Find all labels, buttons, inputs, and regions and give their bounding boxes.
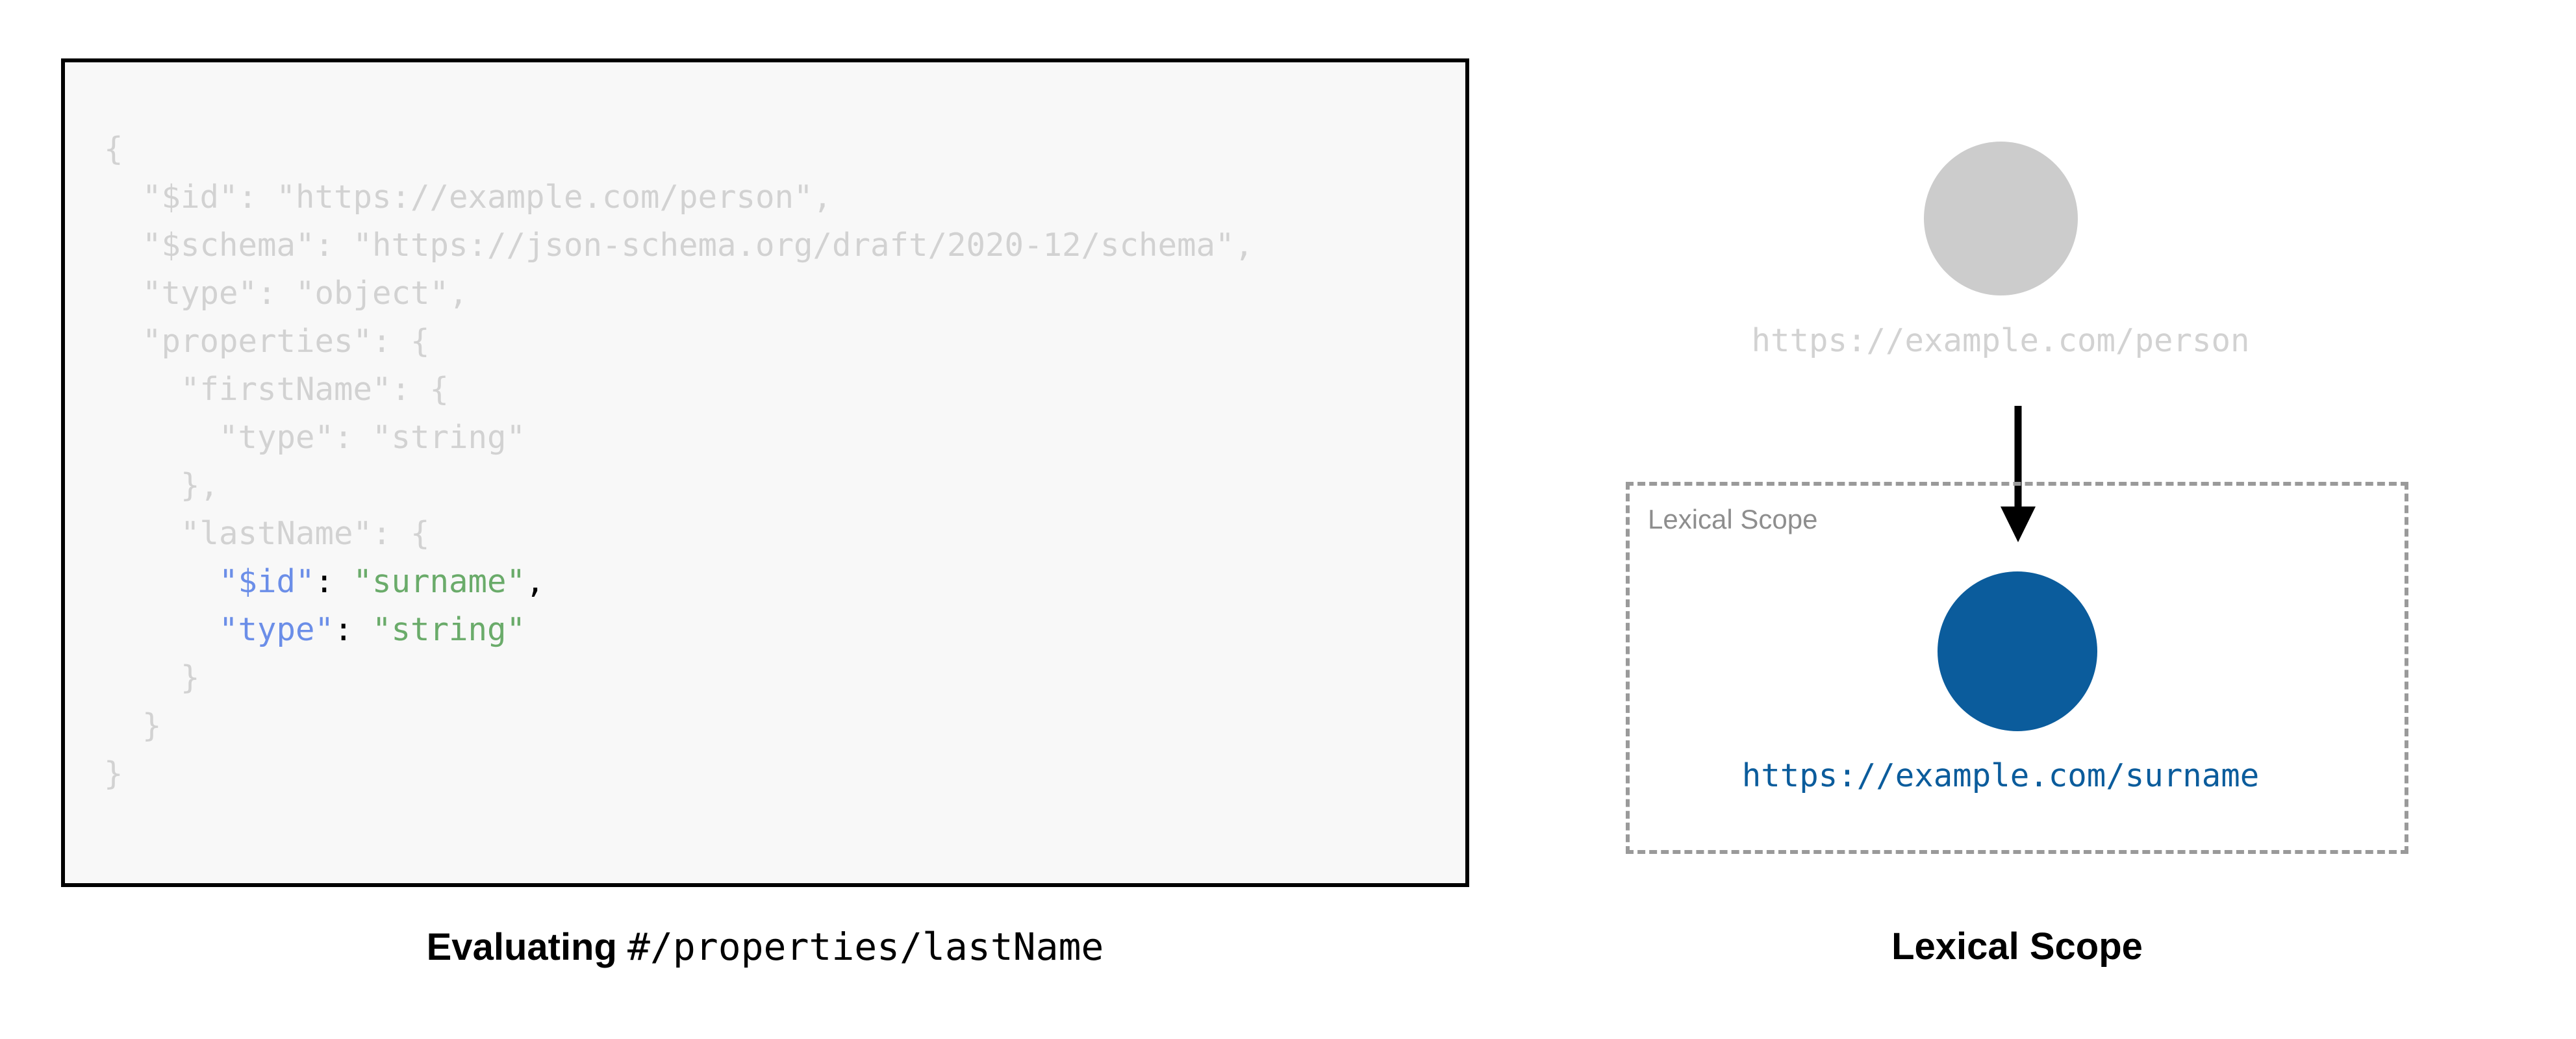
lexical-scope-diagram: https://example.com/person Lexical Scope…: [1526, 0, 2576, 1039]
code-token: ,: [525, 563, 545, 600]
code-line: }: [104, 654, 1254, 702]
code-line: "type": "object",: [104, 269, 1254, 318]
code-indent: [104, 563, 219, 600]
code-token: "properties": {: [142, 323, 430, 360]
evaluation-panel: { "$id": "https://example.com/person", "…: [61, 58, 1469, 969]
code-indent: [104, 419, 219, 456]
code-token: }: [142, 707, 162, 744]
code-indent: [104, 323, 142, 360]
code-token: "string": [372, 611, 526, 648]
code-token: },: [181, 467, 220, 504]
code-token: "surname": [353, 563, 526, 600]
lexical-scope-box-label: Lexical Scope: [1648, 504, 1818, 534]
code-indent: [104, 467, 181, 504]
code-indent: [104, 611, 219, 648]
code-indent: [104, 515, 181, 552]
code-line: }: [104, 702, 1254, 750]
code-token: "lastName": {: [181, 515, 430, 552]
resource-node-surname-circle: [1938, 571, 2097, 731]
code-token: "type": "object",: [142, 275, 468, 312]
code-token: "type": "string": [219, 419, 526, 456]
code-line: {: [104, 125, 1254, 173]
code-token: :: [334, 611, 373, 648]
code-line: "$id": "https://example.com/person",: [104, 173, 1254, 221]
code-line: }: [104, 750, 1254, 798]
resource-node-person-circle: [1924, 142, 2078, 295]
code-indent: [104, 707, 142, 744]
code-line: "$schema": "https://json-schema.org/draf…: [104, 221, 1254, 269]
code-line: "properties": {: [104, 318, 1254, 366]
lexical-scope-boundary-box: Lexical Scope: [1626, 482, 2408, 854]
code-line: "lastName": {: [104, 510, 1254, 558]
code-indent: [104, 659, 181, 696]
code-token: {: [104, 131, 123, 168]
code-token: "$schema": "https://json-schema.org/draf…: [142, 227, 1254, 264]
code-token: }: [104, 755, 123, 792]
code-token: "$id": "https://example.com/person",: [142, 179, 833, 216]
code-line: "type": "string": [104, 606, 1254, 654]
code-token: }: [181, 659, 200, 696]
code-token: "firstName": {: [181, 371, 449, 408]
resource-node-surname-label: https://example.com/surname: [1741, 757, 2260, 794]
code-line: "type": "string": [104, 414, 1254, 462]
left-panel-caption: Evaluating #/properties/lastName: [61, 925, 1469, 969]
schema-code-box: { "$id": "https://example.com/person", "…: [61, 58, 1469, 887]
caption-bold-text: Evaluating: [426, 926, 617, 968]
scope-arrow-icon: [2001, 406, 2036, 542]
right-panel-caption: Lexical Scope: [1891, 925, 2143, 968]
code-indent: [104, 179, 142, 216]
code-line: "$id": "surname",: [104, 558, 1254, 606]
code-line: "firstName": {: [104, 366, 1254, 414]
code-indent: [104, 371, 181, 408]
code-token: :: [314, 563, 353, 600]
code-token: "$id": [219, 563, 315, 600]
code-token: "type": [219, 611, 335, 648]
code-indent: [104, 227, 142, 264]
resource-node-person-label: https://example.com/person: [1751, 322, 2250, 359]
caption-pointer-path: #/properties/lastName: [627, 925, 1104, 969]
schema-code-listing: { "$id": "https://example.com/person", "…: [104, 125, 1254, 798]
code-line: },: [104, 462, 1254, 510]
code-indent: [104, 275, 142, 312]
